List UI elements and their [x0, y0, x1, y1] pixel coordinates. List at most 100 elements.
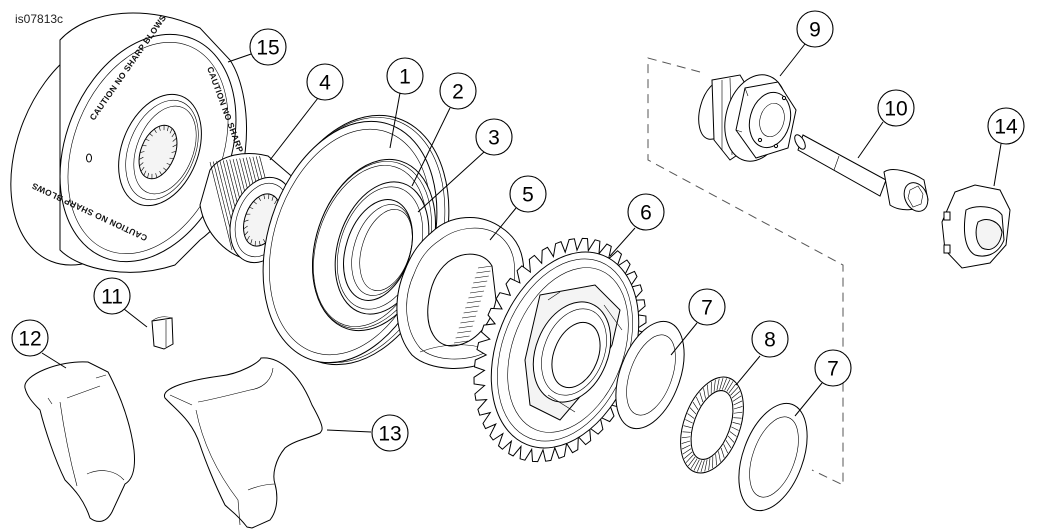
serration-line	[731, 426, 739, 431]
serration-line	[730, 387, 739, 396]
callout-6[interactable]: 6	[627, 193, 665, 231]
spline-tooth	[167, 125, 169, 132]
housing-spline	[138, 125, 178, 179]
callout-number: 12	[18, 328, 41, 351]
spline-tooth	[138, 156, 144, 160]
part-13-right-cover	[164, 357, 323, 529]
cam-spline-tooth	[455, 335, 470, 339]
spline-tooth	[249, 206, 254, 209]
serration-line	[733, 400, 743, 406]
cam-spline-tooth	[468, 295, 483, 299]
spline-tooth	[258, 240, 261, 246]
callout-7a[interactable]: 7	[688, 288, 726, 326]
leader-lines	[41, 43, 1002, 433]
spline-tooth	[172, 137, 177, 142]
callout-13[interactable]: 13	[371, 414, 409, 452]
serration-line	[681, 444, 691, 450]
part-7-thrust-washer-b	[738, 402, 808, 512]
cam-spline-tooth	[460, 320, 475, 324]
serration-line	[715, 454, 717, 466]
callout-5[interactable]: 5	[509, 175, 547, 213]
part-7-thrust-washer-a	[615, 320, 685, 430]
callout-number: 15	[256, 37, 279, 60]
cam-spline-tooth	[461, 315, 477, 319]
serration-line	[733, 406, 743, 410]
spline-tooth	[171, 151, 177, 153]
serration-line	[690, 458, 698, 469]
spline-tooth	[171, 132, 176, 138]
callout-10[interactable]: 10	[877, 89, 915, 127]
serration-line	[682, 448, 692, 455]
leader-14	[993, 143, 1002, 187]
cam-spline-tooth	[453, 340, 469, 344]
callout-12[interactable]: 12	[11, 319, 49, 357]
callout-number: 14	[994, 116, 1018, 139]
leader-5	[489, 207, 517, 241]
callout-number: 10	[884, 98, 907, 121]
spline-tooth	[244, 231, 249, 236]
cam-spline-tooth	[457, 330, 472, 334]
serration-line	[703, 388, 706, 399]
spline-tooth	[263, 239, 266, 244]
serration-line	[687, 413, 695, 419]
callout-2[interactable]: 2	[439, 72, 477, 110]
serration-line	[719, 377, 724, 390]
callout-number: 7	[827, 358, 839, 381]
serration-line	[731, 391, 741, 399]
callout-8[interactable]: 8	[751, 320, 789, 358]
spline-tooth	[158, 126, 161, 131]
serration-line	[733, 411, 743, 414]
leader-4	[269, 97, 319, 161]
wave-washer-serrations	[681, 377, 743, 473]
callout-1[interactable]: 1	[386, 57, 424, 95]
spline-tooth	[139, 151, 145, 153]
spline-tooth	[246, 235, 250, 241]
leader-11	[123, 308, 148, 328]
serration-line	[685, 419, 693, 424]
callout-number: 9	[809, 19, 821, 42]
callout-7b[interactable]: 7	[814, 349, 852, 387]
callout-number: 2	[452, 81, 464, 104]
serration-line	[713, 379, 716, 392]
spline-tooth	[263, 194, 266, 200]
cam-spline-tooth	[465, 305, 480, 309]
serration-line	[699, 392, 704, 403]
serration-line	[689, 407, 697, 415]
serration-line	[726, 381, 734, 392]
cam-spline-tooth	[458, 325, 473, 329]
serration-line	[721, 378, 727, 390]
cam-spline-tooth	[477, 265, 493, 269]
callout-9[interactable]: 9	[796, 10, 834, 48]
spline-tooth	[147, 172, 149, 179]
serration-line	[723, 444, 729, 454]
serration-line	[707, 384, 709, 396]
part-9-hex-nut-assembly	[698, 74, 797, 162]
leader-2	[411, 107, 451, 187]
callout-14[interactable]: 14	[987, 107, 1025, 145]
serration-line	[728, 383, 736, 394]
spline-tooth	[143, 170, 147, 176]
cam-spline-tooth	[469, 290, 485, 294]
spline-tooth	[258, 196, 261, 201]
cam-spline-tooth	[463, 310, 478, 314]
callout-15[interactable]: 15	[249, 28, 287, 66]
callout-11[interactable]: 11	[93, 277, 131, 315]
spline-tooth	[154, 128, 157, 133]
cam-spline-tooth	[473, 280, 488, 284]
part-6-sprocket	[473, 237, 647, 463]
spline-tooth	[172, 144, 178, 148]
spline-tooth	[166, 163, 171, 166]
callout-number: 4	[319, 72, 331, 95]
leader-9	[779, 43, 806, 77]
serration-line	[695, 396, 701, 406]
part-8-wave-washer	[680, 376, 744, 474]
serration-line	[708, 458, 711, 471]
spline-tooth	[145, 138, 150, 141]
hub-ridge	[209, 161, 233, 251]
callout-3[interactable]: 3	[475, 118, 513, 156]
serration-line	[732, 395, 742, 402]
callout-4[interactable]: 4	[306, 63, 344, 101]
part-11-clip	[151, 316, 174, 350]
leader-6	[609, 227, 636, 257]
cam-spline-tooth	[466, 300, 481, 304]
